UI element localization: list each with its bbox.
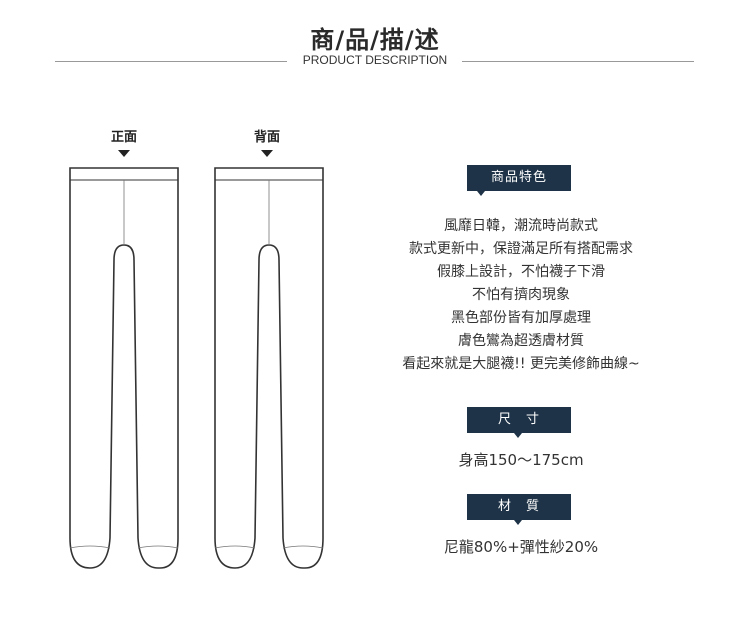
features-heading-notch: [477, 191, 485, 196]
size-value: 身高150～175cm: [458, 451, 584, 469]
feature-line: 款式更新中，保證滿足所有搭配需求: [409, 241, 633, 257]
material-heading: 材 質: [467, 494, 571, 520]
back-view-label: 背面: [253, 130, 280, 145]
material-value: 尼龍80%+彈性紗20%: [443, 538, 599, 556]
page-title: 商/品/描/述: [310, 26, 440, 54]
size-heading: 尺 寸: [467, 407, 571, 433]
front-tights-icon: [69, 167, 179, 569]
tights-diagrams: [69, 167, 324, 569]
header-rule-left: [55, 61, 287, 62]
page-subtitle: PRODUCT DESCRIPTION: [302, 53, 448, 67]
feature-line: 看起來就是大腿襪!! 更完美修飾曲線~: [402, 356, 640, 372]
material-heading-notch: [514, 520, 522, 525]
feature-line: 膚色鸞為超透膚材質: [458, 333, 584, 349]
size-heading-notch: [514, 433, 522, 438]
header-rule-right: [462, 61, 694, 62]
front-view-label: 正面: [110, 130, 137, 145]
front-pointer-icon: [118, 150, 130, 157]
back-tights-icon: [214, 167, 324, 569]
features-heading: 商品特色: [467, 165, 571, 191]
feature-line: 假膝上設計，不怕襪子下滑: [437, 264, 605, 280]
feature-line: 黑色部份皆有加厚處理: [451, 310, 591, 326]
feature-line: 風靡日韓，潮流時尚款式: [444, 218, 598, 234]
feature-line: 不怕有擠肉現象: [472, 287, 570, 303]
back-pointer-icon: [261, 150, 273, 157]
